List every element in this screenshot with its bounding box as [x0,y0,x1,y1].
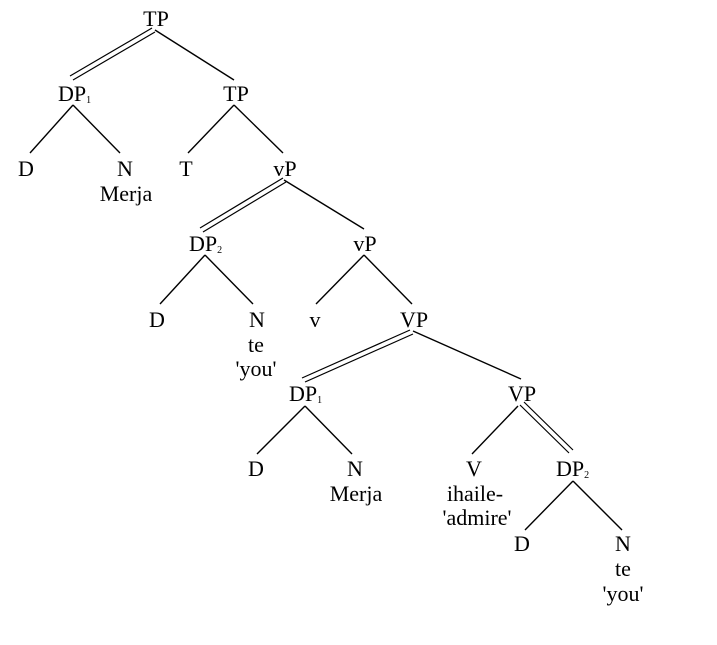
branch-tp-t [187,104,235,154]
word-merja-2: Merja [330,481,383,506]
node-dp1-low: DP1 [289,381,322,406]
branch-VP-dp2-b [523,401,574,451]
node-vp-upper: vP [273,156,296,181]
branch-tp-vp [233,104,284,154]
node-t: T [179,156,193,181]
branch-dp2low-n [572,480,623,531]
branch-tp-tp [154,29,235,81]
tree-branches [29,27,623,531]
branch-VP-VP [412,330,522,380]
branch-dp1low-n [304,405,353,455]
branch-VP-dp2-a [519,404,570,454]
node-vp-lower: vP [353,231,376,256]
node-V: V [466,456,482,481]
node-d4: D [514,531,530,556]
branch-VP-V [471,405,519,455]
word-merja-1: Merja [100,181,153,206]
gloss-you-2: 'you' [603,581,644,606]
branch-dp2low-d [524,480,574,531]
branch-vp-dp2-a [199,177,284,229]
node-n3: N [347,456,363,481]
branch-dp1-d [29,104,74,154]
node-VP-lower: VP [508,381,536,406]
word-te-1: te [248,332,264,357]
node-n1: N [117,156,133,181]
gloss-admire: 'admire' [442,505,511,530]
node-n4: N [615,531,631,556]
branch-VP-dp1-a [301,329,411,379]
branch-vp-dp2-b [202,181,287,233]
branch-tp-dp1-a [69,27,153,77]
branch-VP-dp1-b [304,333,414,383]
node-dp2-mid: DP2 [189,231,222,256]
branch-dp1-n [72,104,121,154]
node-d3: D [248,456,264,481]
tree-labels: TP DP1 TP D N Merja T vP DP2 vP D N te '… [18,6,643,606]
branch-dp1low-d [256,405,306,455]
node-tp-mid: TP [223,81,249,106]
node-dp1-top: DP1 [58,81,91,106]
gloss-you-1: 'you' [236,356,277,381]
node-dp2-low: DP2 [556,456,589,481]
branch-vp-VP [363,254,413,305]
branch-vp-v [315,254,365,305]
branch-dp2-d [159,254,206,305]
node-d2: D [149,307,165,332]
word-ihaile: ihaile- [447,481,503,506]
node-n2: N [249,307,265,332]
branch-dp2-n [204,254,254,305]
node-d1: D [18,156,34,181]
node-VP-upper: VP [400,307,428,332]
node-v: v [310,307,321,332]
word-te-2: te [615,556,631,581]
node-tp-root: TP [143,6,169,31]
branch-tp-dp1-b [72,31,156,81]
branch-vp-vp [283,179,365,230]
